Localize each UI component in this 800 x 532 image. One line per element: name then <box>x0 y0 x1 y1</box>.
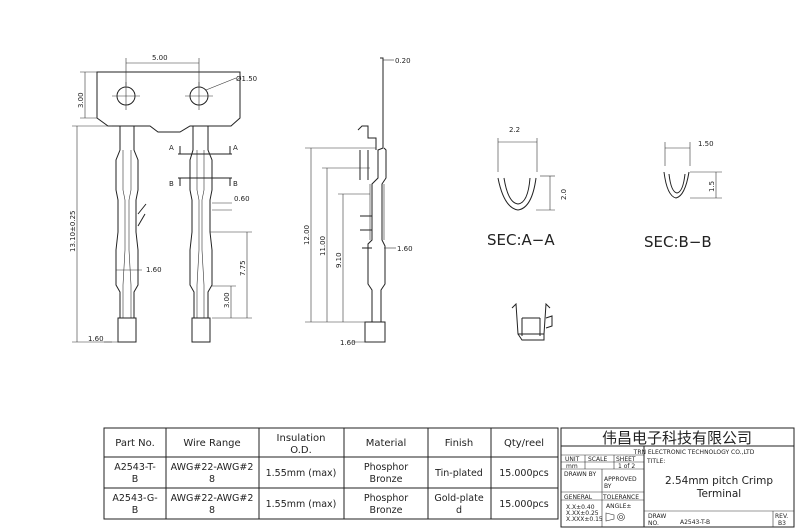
section-a-a: 2.2 2.0 SEC:A−A <box>487 126 568 249</box>
header-insulation: Insulation <box>277 433 326 444</box>
dim-total-length: 13.10±0.25 <box>69 211 77 253</box>
title-line-2: Terminal <box>696 488 741 500</box>
dim-tab-height: 3.00 <box>77 92 85 108</box>
unit-label: UNIT <box>565 456 580 463</box>
header-wire-range: Wire Range <box>183 438 240 449</box>
row1-material-2: Bronze <box>370 474 403 485</box>
section-b-b: 1.50 1.5 SEC:B−B <box>644 140 722 251</box>
general-label: GENERAL <box>564 494 593 501</box>
draw-no-label-2: NO. <box>648 520 659 527</box>
dim-barrel-width: 1.60 <box>146 266 162 274</box>
row2-insulation: 1.55mm (max) <box>266 499 337 510</box>
row2-finish-suffix: d <box>456 505 462 516</box>
row2-wire-range-suffix: 8 <box>209 505 215 516</box>
draw-no-label: DRAW <box>648 513 666 520</box>
row1-part-no: A2543-T- <box>114 462 156 473</box>
row1-part-no-suffix: B <box>132 474 139 485</box>
sec-a-height: 2.0 <box>560 189 568 200</box>
dim-thickness: 0.20 <box>395 57 411 65</box>
row1-finish: Tin-plated <box>434 468 483 479</box>
unit-value: mm <box>566 463 578 470</box>
angles-label: ANGLE± <box>606 503 631 510</box>
sec-b-label: SEC:B−B <box>644 233 712 251</box>
section-a-right-label: A <box>233 144 238 152</box>
row1-wire-range-suffix: 8 <box>209 474 215 485</box>
row1-material: Phosphor <box>364 462 408 473</box>
dim-side-160: 1.60 <box>397 245 413 253</box>
header-finish: Finish <box>445 438 473 449</box>
row2-wire-range: AWG#22-AWG#2 <box>171 493 254 504</box>
rev-label: REV. <box>775 513 788 520</box>
company-name-en: TRN ELECTRONIC TECHNOLOGY CO.,LTD <box>633 449 755 456</box>
row2-material: Phosphor <box>364 493 408 504</box>
row1-insulation: 1.55mm (max) <box>266 468 337 479</box>
tolerance-3: X.XXX±0.15 <box>566 516 603 523</box>
dim-side-base: 1.60 <box>340 339 356 347</box>
tolerance-label: TOLERANCE <box>602 494 639 501</box>
company-name-cn: 伟昌电子科技有限公司 <box>602 429 752 447</box>
row2-finish: Gold-plate <box>434 493 483 504</box>
sec-b-height: 1.5 <box>708 181 716 192</box>
front-view: A A B B 5.00 Ø1.50 3.00 13.10±0.25 1.60 … <box>69 54 257 343</box>
tolerance-1: X.X±0.40 <box>566 504 595 511</box>
parts-table: Part No. Wire Range Insulation O.D. Mate… <box>103 427 559 520</box>
section-b-right-label: B <box>233 180 238 188</box>
header-material: Material <box>366 438 407 449</box>
sheet-value: 1 of 2 <box>618 463 635 470</box>
row2-material-2: Bronze <box>370 505 403 516</box>
tolerance-2: X.XX±0.25 <box>566 510 599 517</box>
approved-by-label: APPROVED <box>604 476 637 483</box>
section-b-left-label: B <box>169 180 174 188</box>
row1-wire-range: AWG#22-AWG#2 <box>171 462 254 473</box>
header-qty: Qty/reel <box>504 438 544 449</box>
dim-pitch: 5.00 <box>152 54 168 62</box>
dim-side-9: 9.10 <box>335 252 343 268</box>
isometric-view <box>511 302 553 341</box>
row2-part-no: A2543-G- <box>112 493 157 504</box>
drawn-by-label: DRAWN BY <box>564 471 596 478</box>
title-line-1: 2.54mm pitch Crimp <box>665 475 773 487</box>
title-label: TITLE: <box>646 458 665 465</box>
dim-contact-length: 3.00 <box>223 292 231 308</box>
dim-base-width: 1.60 <box>88 335 104 343</box>
dim-side-12: 12.00 <box>303 225 311 245</box>
side-view: 0.20 12.00 11.00 9.10 1.60 1.60 <box>303 57 413 347</box>
section-a-left-label: A <box>169 144 174 152</box>
dim-spring: 0.60 <box>234 195 250 203</box>
row2-qty: 15.000pcs <box>499 499 548 510</box>
scale-label: SCALE <box>588 456 607 463</box>
sec-a-width: 2.2 <box>509 126 520 134</box>
rev-value: B3 <box>778 520 786 527</box>
draw-no-value: A2543-T-B <box>680 519 710 526</box>
sec-b-width: 1.50 <box>698 140 714 148</box>
header-part-no: Part No. <box>115 438 155 449</box>
approved-by-label-2: BY <box>604 483 612 490</box>
projection-symbol-icon <box>605 512 625 522</box>
row2-part-no-suffix: B <box>132 505 139 516</box>
title-block: 伟昌电子科技有限公司 TRN ELECTRONIC TECHNOLOGY CO.… <box>560 427 795 528</box>
sec-a-label: SEC:A−A <box>487 231 555 249</box>
sheet-label: SHEET <box>616 456 636 463</box>
row1-qty: 15.000pcs <box>499 468 548 479</box>
header-od: O.D. <box>290 445 312 456</box>
dim-crimp-length: 7.75 <box>239 260 247 276</box>
dim-side-11: 11.00 <box>319 236 327 256</box>
dim-hole-diameter: Ø1.50 <box>236 75 257 83</box>
